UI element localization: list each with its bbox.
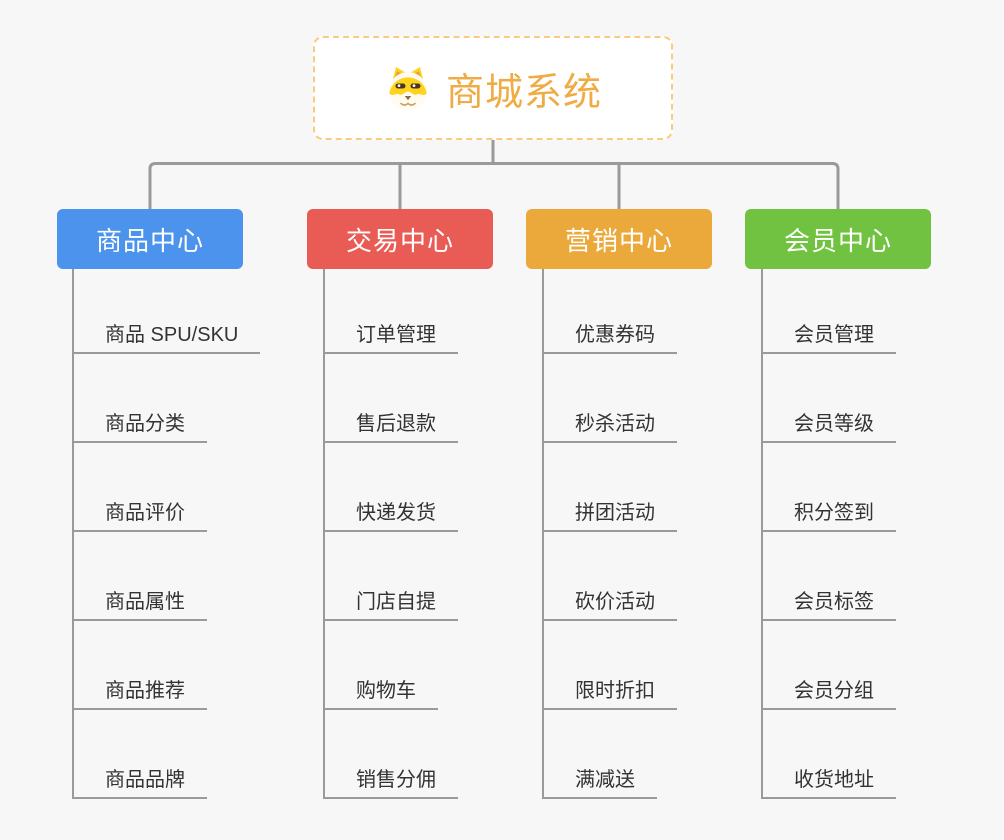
leaf-node[interactable]: 秒杀活动 xyxy=(544,354,677,443)
leaf-column-marketing-center: 优惠券码 秒杀活动 拼团活动 砍价活动 限时折扣 满减送 xyxy=(542,269,677,799)
leaf-node[interactable]: 拼团活动 xyxy=(544,443,677,532)
leaf-node[interactable]: 快递发货 xyxy=(325,443,458,532)
leaf-node[interactable]: 门店自提 xyxy=(325,532,458,621)
leaf-node[interactable]: 售后退款 xyxy=(325,354,458,443)
leaf-node[interactable]: 商品 SPU/SKU xyxy=(74,269,261,354)
root-node-mall-system[interactable]: 商城系统 xyxy=(313,36,673,140)
leaf-node[interactable]: 商品分类 xyxy=(74,354,207,443)
leaf-node[interactable]: 销售分佣 xyxy=(325,710,458,799)
branch-node-member-center[interactable]: 会员中心 xyxy=(745,209,931,269)
leaf-node[interactable]: 会员管理 xyxy=(763,269,896,354)
leaf-node[interactable]: 商品推荐 xyxy=(74,621,207,710)
branch-node-marketing-center[interactable]: 营销中心 xyxy=(526,209,712,269)
leaf-node[interactable]: 优惠券码 xyxy=(544,269,677,354)
dog-face-icon xyxy=(384,64,432,112)
leaf-node[interactable]: 订单管理 xyxy=(325,269,458,354)
leaf-node[interactable]: 会员等级 xyxy=(763,354,896,443)
branch-node-label: 营销中心 xyxy=(564,225,673,256)
leaf-column-trade-center: 订单管理 售后退款 快递发货 门店自提 购物车 销售分佣 xyxy=(323,269,458,799)
leaf-node[interactable]: 会员标签 xyxy=(763,532,896,621)
leaf-node[interactable]: 收货地址 xyxy=(763,710,896,799)
leaf-node[interactable]: 砍价活动 xyxy=(544,532,677,621)
leaf-node[interactable]: 商品品牌 xyxy=(74,710,207,799)
branch-node-label: 会员中心 xyxy=(783,225,892,256)
branch-node-product-center[interactable]: 商品中心 xyxy=(57,209,243,269)
branch-bus-line xyxy=(148,162,840,209)
leaf-node[interactable]: 满减送 xyxy=(544,710,657,799)
leaf-node[interactable]: 购物车 xyxy=(325,621,438,710)
leaf-node[interactable]: 积分签到 xyxy=(763,443,896,532)
leaf-column-member-center: 会员管理 会员等级 积分签到 会员标签 会员分组 收货地址 xyxy=(761,269,896,799)
leaf-node[interactable]: 商品评价 xyxy=(74,443,207,532)
branch-node-label: 商品中心 xyxy=(95,225,204,256)
leaf-node[interactable]: 限时折扣 xyxy=(544,621,677,710)
leaf-node[interactable]: 商品属性 xyxy=(74,532,207,621)
branch-node-trade-center[interactable]: 交易中心 xyxy=(307,209,493,269)
leaf-column-product-center: 商品 SPU/SKU 商品分类 商品评价 商品属性 商品推荐 商品品牌 xyxy=(72,269,261,799)
root-node-label: 商城系统 xyxy=(445,71,602,114)
branch-node-label: 交易中心 xyxy=(345,225,454,256)
leaf-node[interactable]: 会员分组 xyxy=(763,621,896,710)
